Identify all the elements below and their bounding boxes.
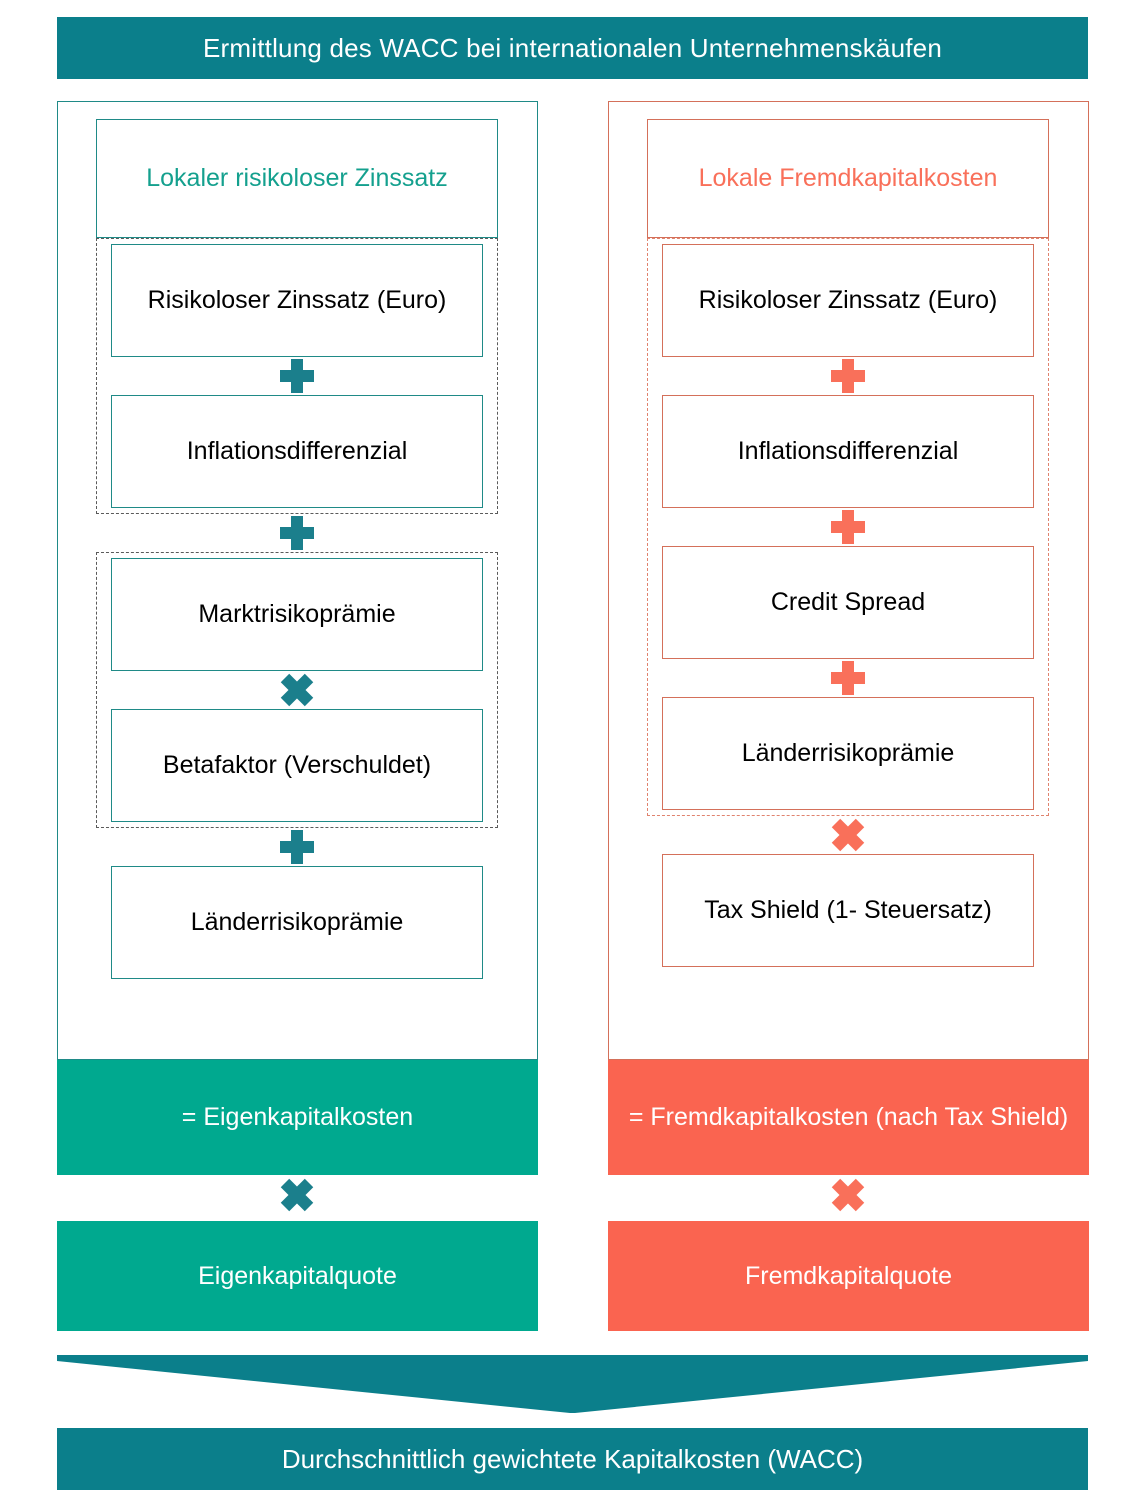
equity-cost-result-bar: = Eigenkapitalkosten (57, 1060, 538, 1175)
equity-item-market-risk-premium: Marktrisikoprämie (111, 558, 483, 671)
times-icon (280, 1178, 314, 1212)
equity-header-label: Lokaler risikoloser Zinssatz (146, 163, 448, 192)
plus-icon (97, 357, 497, 395)
debt-column: Lokale Fremdkapitalkosten Risikoloser Zi… (608, 101, 1089, 1060)
debt-item-risk-free-rate: Risikoloser Zinssatz (Euro) (662, 244, 1034, 357)
plus-icon (648, 508, 1048, 546)
equity-header-box: Lokaler risikoloser Zinssatz (96, 119, 498, 238)
plus-icon (648, 659, 1048, 697)
debt-item-label: Länderrisikoprämie (741, 738, 955, 767)
plus-icon (96, 828, 498, 866)
equity-item-label: Länderrisikoprämie (190, 907, 404, 936)
equity-ratio-label: Eigenkapitalquote (198, 1261, 397, 1290)
times-icon (831, 1178, 865, 1212)
down-arrow-icon (57, 1355, 1088, 1413)
debt-item-credit-spread: Credit Spread (662, 546, 1034, 659)
equity-item-beta-factor: Betafaktor (Verschuldet) (111, 709, 483, 822)
wacc-result-bar: Durchschnittlich gewichtete Kapitalkoste… (57, 1428, 1088, 1490)
debt-item-country-risk-premium: Länderrisikoprämie (662, 697, 1034, 810)
page-title-text: Ermittlung des WACC bei internationalen … (202, 32, 943, 63)
debt-item-tax-shield: Tax Shield (1- Steuersatz) (662, 854, 1034, 967)
debt-item-label: Risikoloser Zinssatz (Euro) (698, 285, 998, 314)
equity-cost-result-label: = Eigenkapitalkosten (181, 1103, 414, 1132)
plus-icon (648, 357, 1048, 395)
times-icon (97, 671, 497, 709)
equity-group-two: Marktrisikoprämie Betafaktor (Verschulde… (96, 552, 498, 828)
plus-icon (96, 514, 498, 552)
debt-ratio-bar: Fremdkapitalquote (608, 1221, 1089, 1331)
debt-header-label: Lokale Fremdkapitalkosten (698, 163, 998, 192)
wacc-result-label: Durchschnittlich gewichtete Kapitalkoste… (281, 1443, 864, 1474)
equity-column: Lokaler risikoloser Zinssatz Risikoloser… (57, 101, 538, 1060)
debt-item-inflation-differential: Inflationsdifferenzial (662, 395, 1034, 508)
equity-item-country-risk-premium: Länderrisikoprämie (111, 866, 483, 979)
equity-item-label: Betafaktor (Verschuldet) (162, 750, 432, 779)
equity-item-label: Risikoloser Zinssatz (Euro) (147, 285, 447, 314)
equity-ratio-bar: Eigenkapitalquote (57, 1221, 538, 1331)
debt-group-one: Risikoloser Zinssatz (Euro) Inflationsdi… (647, 238, 1049, 816)
equity-item-inflation-differential: Inflationsdifferenzial (111, 395, 483, 508)
times-icon (647, 816, 1049, 854)
equity-item-risk-free-rate: Risikoloser Zinssatz (Euro) (111, 244, 483, 357)
debt-cost-result-label: = Fremdkapitalkosten (nach Tax Shield) (628, 1103, 1069, 1132)
debt-item-label: Inflationsdifferenzial (737, 436, 959, 465)
equity-stack: Lokaler risikoloser Zinssatz Risikoloser… (96, 119, 498, 979)
debt-stack: Lokale Fremdkapitalkosten Risikoloser Zi… (647, 119, 1049, 967)
debt-item-label: Tax Shield (1- Steuersatz) (704, 895, 992, 924)
debt-item-label: Credit Spread (770, 587, 926, 616)
equity-group-one: Risikoloser Zinssatz (Euro) Inflationsdi… (96, 238, 498, 514)
debt-cost-result-bar: = Fremdkapitalkosten (nach Tax Shield) (608, 1060, 1089, 1175)
page-title: Ermittlung des WACC bei internationalen … (57, 17, 1088, 79)
equity-item-label: Marktrisikoprämie (198, 599, 396, 628)
debt-ratio-label: Fremdkapitalquote (744, 1261, 953, 1290)
equity-item-label: Inflationsdifferenzial (186, 436, 408, 465)
debt-header-box: Lokale Fremdkapitalkosten (647, 119, 1049, 238)
